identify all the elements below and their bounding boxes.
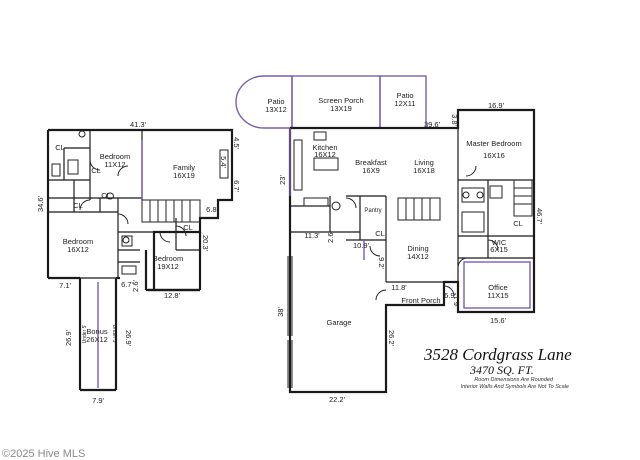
dimension-label: 38' — [276, 307, 285, 317]
closet-label: CL — [91, 166, 101, 175]
room-label-bedroom-1: Bedroom — [100, 152, 130, 161]
room-size-living: 16X18 — [413, 166, 435, 175]
dimension-label: 41.3' — [130, 120, 147, 129]
room-label-garage: Garage — [326, 318, 351, 327]
dimension-label: 11.3' — [304, 231, 320, 240]
room-size-bedroom-2: 16X12 — [67, 245, 89, 254]
dimension-label: 5.4' — [219, 156, 228, 168]
room-label-living: Living — [414, 158, 434, 167]
closet-label: CL — [183, 223, 193, 232]
main-stairs — [397, 197, 441, 221]
dimension-label: 7.9' — [92, 396, 104, 405]
office-outline — [463, 261, 531, 309]
room-size-bedroom-1: 11X12 — [104, 160, 125, 169]
closet-label: CL — [375, 229, 385, 238]
dimension-label: 6.7' — [121, 280, 133, 289]
dimension-label: 26.9' — [64, 329, 73, 346]
note-not-to-scale: Interior Walls And Symbols Are Not To Sc… — [461, 384, 569, 390]
room-size-bedroom-3: 19X12 — [157, 262, 179, 271]
upper-stairs — [141, 199, 201, 223]
closet-label: CL — [73, 201, 83, 210]
room-size-patio-left: 13X12 — [265, 105, 287, 114]
room-label-patio-left: Patio — [267, 97, 284, 106]
upper-outer-wall — [48, 128, 234, 292]
dimension-label: 34.6' — [36, 195, 45, 212]
dimension-label: 46.7' — [535, 208, 544, 225]
room-size-kitchen: 16X12 — [314, 150, 336, 159]
dimension-label: 6.8' — [206, 205, 218, 214]
closet-label: CL — [55, 143, 65, 152]
room-size-family: 16X19 — [173, 171, 195, 180]
upper-bath-fixtures — [51, 130, 229, 275]
dimension-label: 6.7' — [232, 180, 241, 192]
dimension-label: 9.2' — [377, 257, 386, 269]
room-size-screen-porch: 13X19 — [330, 104, 352, 113]
patio-left-outline — [235, 75, 293, 129]
room-size-bonus: 26X12 — [86, 335, 108, 344]
main-floor-plan — [235, 75, 536, 394]
closet-label: CL — [513, 219, 523, 228]
master-bath-fixtures — [461, 179, 533, 233]
dimension-label: 15.6' — [490, 316, 507, 325]
upper-floor-plan — [46, 128, 234, 392]
room-label-front-porch: Front Porch — [401, 296, 440, 305]
room-label-master-bedroom: Master Bedroom — [466, 139, 521, 148]
dimension-label: 6.9' — [444, 291, 456, 300]
room-label-wic: WIC — [492, 238, 507, 247]
room-size-patio-right: 12X11 — [394, 99, 415, 108]
dimension-label: 22.2' — [329, 395, 346, 404]
note-dimensions-rounded: Room Dimensions Are Rounded — [474, 377, 554, 383]
dimension-label: 4.5' — [232, 137, 241, 149]
room-size-office: 11X15 — [487, 291, 508, 300]
garage-doors — [287, 256, 293, 388]
dimension-label: 20.3' — [201, 235, 210, 252]
room-size-dining: 14X12 — [407, 252, 429, 261]
room-label-screen-porch: Screen Porch — [318, 96, 363, 105]
room-label-kitchen: Kitchen — [312, 143, 337, 152]
room-label-family: Family — [173, 163, 195, 172]
dimension-label: 6.1' — [452, 294, 461, 306]
kitchen-fixtures — [293, 131, 341, 211]
dimension-label: 39.6' — [424, 120, 441, 129]
dimension-label: 12.8' — [164, 291, 181, 300]
room-label-bonus: Bonus — [86, 327, 108, 336]
room-label-office: Office — [488, 283, 507, 292]
room-size-wic: 6X15 — [490, 245, 508, 254]
dimension-label: 7.1' — [59, 281, 71, 290]
ceiling-note: Under 5' — [82, 325, 88, 344]
dimension-label: 2.6' — [326, 231, 335, 243]
room-label-breakfast: Breakfast — [355, 158, 388, 167]
room-size-master-bedroom: 16X16 — [483, 151, 505, 160]
square-footage: 3470 SQ. FT. — [469, 363, 534, 377]
dimension-label: 2.6' — [131, 280, 140, 292]
room-label-dining: Dining — [407, 244, 428, 253]
room-label-patio-right: Patio — [396, 91, 413, 100]
dimension-label: 11.8' — [391, 283, 407, 292]
address-title: 3528 Cordgrass Lane — [423, 345, 572, 364]
main-door-swings — [345, 165, 499, 301]
watermark-text: ©2025 Hive MLS — [2, 448, 85, 460]
dimension-label: 3.8' — [450, 114, 459, 126]
upper-door-swings — [79, 159, 187, 243]
room-label-pantry: Pantry — [364, 208, 381, 214]
room-label-bedroom-3: Bedroom — [153, 254, 183, 263]
room-size-breakfast: 16X9 — [362, 166, 380, 175]
ceiling-note: Under 5' — [111, 325, 117, 344]
dimension-label: 26.9' — [124, 330, 133, 347]
dimension-label: 23' — [278, 175, 287, 185]
closet-label: CL — [101, 191, 111, 200]
dimension-label: 16.9' — [488, 101, 505, 110]
dimension-label: 10.9' — [353, 241, 370, 250]
room-label-bedroom-2: Bedroom — [63, 237, 93, 246]
dimension-label: 26.2' — [387, 330, 396, 347]
